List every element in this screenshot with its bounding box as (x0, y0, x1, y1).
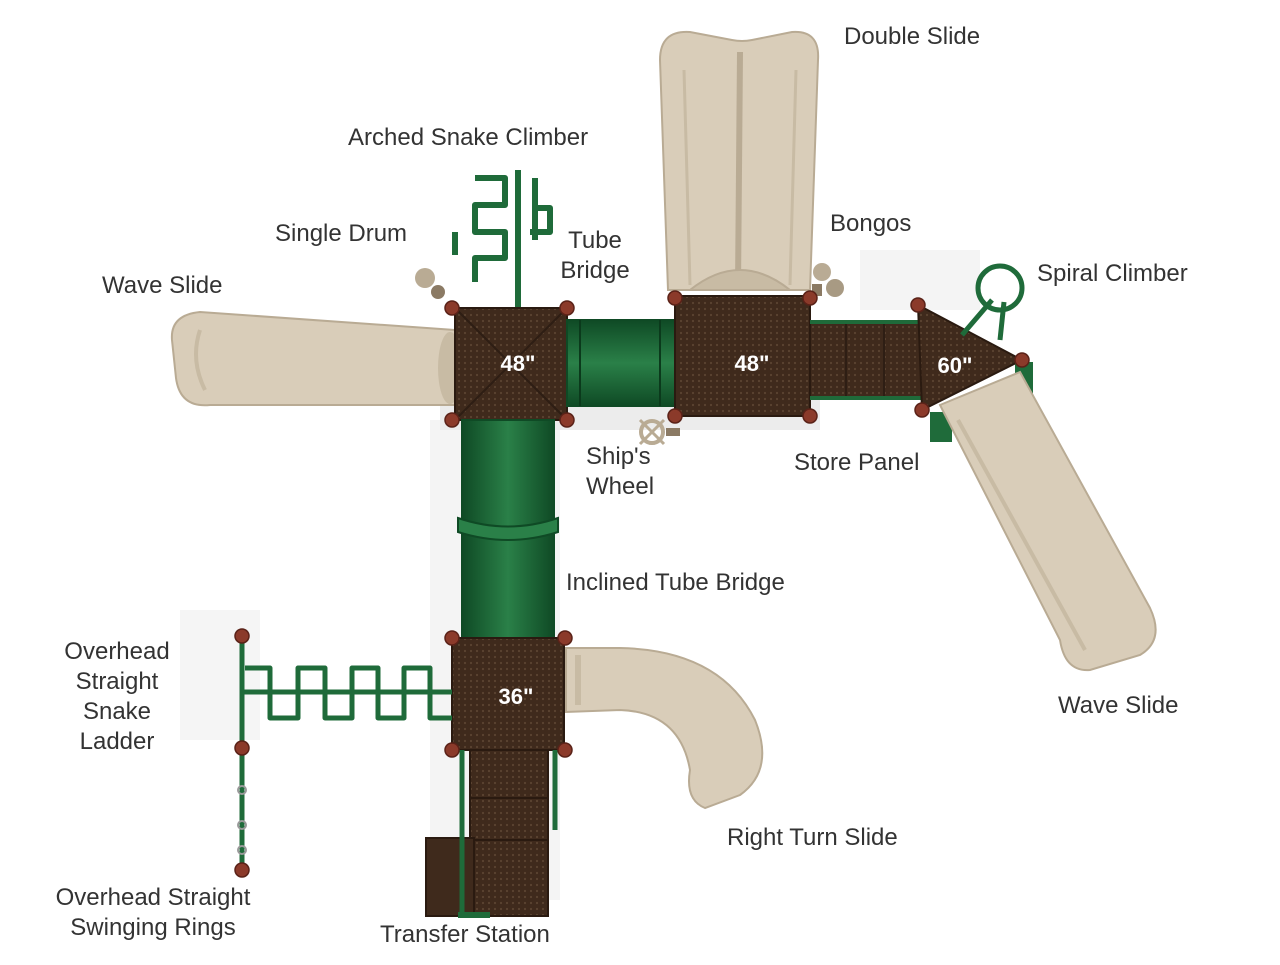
label-bongos: Bongos (830, 210, 912, 237)
label-tube-bridge-line1: Tube (568, 227, 622, 254)
label-overhead-snake-line1: Overhead (64, 638, 170, 665)
overhead-snake-ladder (239, 640, 452, 870)
spiral-climber (960, 263, 1025, 341)
label-transfer-station: Transfer Station (380, 921, 550, 948)
label-tube-bridge-line2: Bridge (560, 257, 630, 284)
deck-d-height: 36" (498, 684, 534, 709)
label-swinging-rings: Overhead Straight Swinging Rings (40, 883, 266, 943)
wave-slide-right (938, 370, 1157, 672)
label-wave-slide-left: Wave Slide (102, 272, 223, 299)
label-double-slide: Double Slide (844, 23, 981, 50)
label-tube-bridge: Tube Bridge (552, 226, 638, 286)
label-wave-slide-right: Wave Slide (1058, 692, 1179, 719)
swinging-rings (237, 785, 247, 855)
post-caps (234, 290, 1030, 878)
transfer-station-steps (425, 749, 558, 918)
ships-wheel (638, 418, 680, 446)
deck-b (674, 295, 811, 417)
double-slide (658, 30, 820, 291)
deck-a-height: 48" (500, 351, 536, 376)
label-overhead-snake-line4: Ladder (79, 728, 155, 755)
label-ships-wheel: Ship's Wheel (586, 442, 654, 502)
label-swinging-rings-line1: Overhead Straight (55, 884, 251, 911)
label-ships-wheel-line1: Ship's (586, 443, 651, 470)
arched-snake-climber (452, 170, 553, 308)
right-turn-slide (565, 647, 764, 810)
deck-d (451, 637, 565, 751)
label-arched-snake-climber: Arched Snake Climber (348, 124, 589, 151)
wave-slide-left (170, 310, 462, 407)
tube-bridge (566, 319, 676, 407)
deck-c-height: 60" (937, 353, 973, 378)
deck-a (454, 307, 568, 421)
label-swinging-rings-line2: Swinging Rings (70, 914, 236, 941)
inclined-tube-bridge (457, 419, 559, 641)
label-overhead-snake-ladder: Overhead Straight Snake Ladder (52, 637, 182, 757)
single-drum (415, 268, 445, 299)
label-overhead-snake-line3: Snake (82, 698, 152, 725)
label-right-turn-slide: Right Turn Slide (727, 824, 898, 851)
label-overhead-snake-line2: Straight (75, 668, 159, 695)
deck-b-height: 48" (734, 351, 770, 376)
label-store-panel: Store Panel (794, 449, 920, 476)
label-single-drum: Single Drum (275, 220, 408, 247)
bongos (812, 263, 844, 297)
store-panel-bridge (809, 320, 923, 400)
label-spiral-climber: Spiral Climber (1037, 260, 1188, 287)
label-ships-wheel-line2: Wheel (586, 473, 655, 500)
label-inclined-tube-bridge: Inclined Tube Bridge (566, 569, 785, 596)
